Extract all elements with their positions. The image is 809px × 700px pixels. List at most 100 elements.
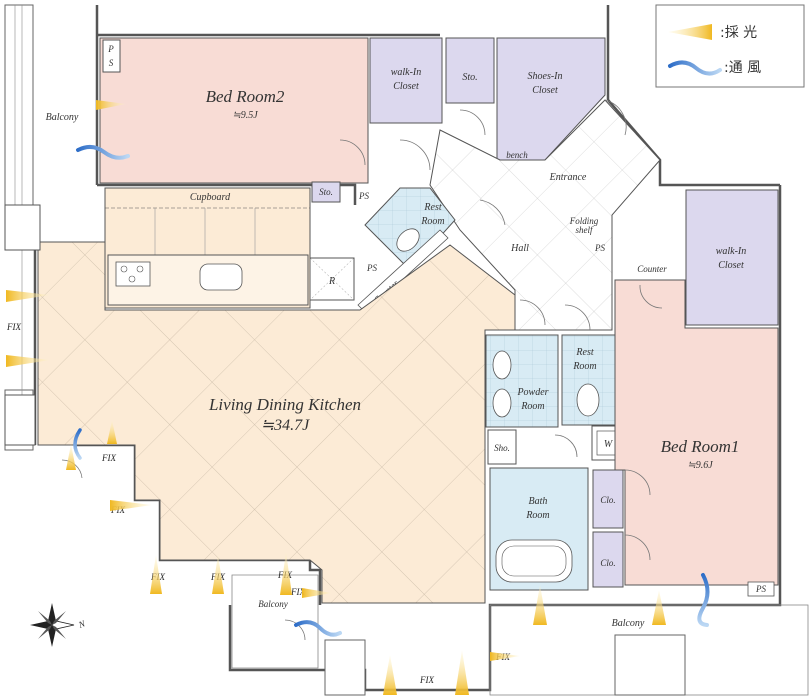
fix-label-7: FIX [290, 587, 305, 597]
walk-in-closet-top-line2: Closet [393, 81, 419, 92]
light-arrow-icon [652, 590, 666, 625]
legend-wind-label: :通 風 [724, 60, 761, 76]
hall-label: Hall [510, 243, 529, 254]
restroom-upper-line2: Room [420, 216, 444, 227]
balcony-middle: Balcony [231, 574, 319, 669]
toilet-icon-lower [576, 383, 600, 417]
bedroom-2-size: ≒9.5J [232, 110, 258, 121]
light-arrow-icon [490, 652, 520, 661]
shoes-in-closet: Shoes-In Closet [496, 37, 606, 161]
pipe-space-vertical: P S [102, 39, 121, 73]
ps-upper: PS [358, 191, 369, 201]
ps-bedroom1: PS [755, 584, 766, 594]
light-arrow-icon [110, 500, 152, 511]
light-arrow-icon [455, 650, 469, 695]
closet-1-label: Clo. [600, 495, 615, 505]
bedroom-1: Bed Room1 ≒9.6J Counter PS [614, 264, 779, 597]
light-arrow-icon [107, 420, 117, 444]
sink-icon [199, 263, 243, 291]
walk-in-closet-right-line1: walk-In [716, 246, 747, 257]
ldk-size: ≒34.7J [261, 417, 310, 434]
bedroom-1-closets: Clo. Clo. [592, 469, 624, 588]
door-swings [61, 99, 663, 641]
balcony-right-label: Balcony [612, 618, 645, 629]
folding-shelf-line1: Folding [569, 216, 599, 226]
walk-in-closet-right: walk-In Closet [685, 189, 779, 326]
balcony-middle-label: Balcony [258, 599, 288, 609]
wind-arrow-icon [73, 428, 82, 460]
restroom-upper: Rest Room [364, 187, 456, 271]
ps-letter-p: P [107, 44, 114, 54]
wind-arrow-icon [294, 620, 342, 637]
restroom-lower-line2: Room [572, 361, 596, 372]
cupboard-label: Cupboard [190, 192, 231, 203]
entrance-hall: Entrance Hall bench Folding shelf PS [429, 99, 661, 331]
light-arrow-icon [96, 100, 126, 110]
walk-in-closet-right-line2: Closet [718, 260, 744, 271]
storage-small-label: Sto. [319, 187, 333, 197]
powder-room-line1: Powder [516, 387, 548, 398]
legend-wind-icon [668, 60, 722, 76]
wind-arrows [73, 145, 710, 637]
ldk-name: Living Dining Kitchen [208, 395, 361, 414]
left-pillars [4, 204, 41, 446]
shoes-closet-line2: Closet [532, 85, 558, 96]
powder-room: Powder Room Sho. [485, 334, 559, 465]
light-arrow-icon [66, 444, 76, 470]
light-arrow-icon [6, 290, 50, 302]
fix-label-1: FIX [6, 322, 21, 332]
light-arrow-icon [533, 585, 547, 625]
bedroom-2-name: Bed Room2 [206, 87, 285, 106]
light-arrow-icon [302, 588, 332, 598]
bathtub-icon [495, 539, 573, 583]
light-arrow-icon [6, 355, 50, 367]
light-arrow-icon [280, 552, 292, 595]
ps-hall: PS [594, 243, 605, 253]
bench-label: bench [506, 150, 528, 160]
fix-label-2: FIX [101, 453, 116, 463]
light-arrow-icon [150, 555, 162, 594]
wind-arrow-icon [76, 145, 130, 160]
entrance-label: Entrance [549, 172, 587, 183]
light-arrow-icon [383, 655, 397, 695]
bedroom-2: Bed Room2 ≒9.5J [99, 37, 369, 184]
folding-shelf-line2: shelf [576, 225, 594, 235]
basin-icon-1 [492, 350, 512, 380]
legend-light-icon [668, 24, 712, 40]
compass-north-label: N [76, 618, 87, 630]
basin-icon-2 [492, 388, 512, 418]
restroom-lower: Rest Room [561, 334, 625, 426]
balcony-left-label: Balcony [46, 112, 79, 123]
closet-2-label: Clo. [600, 558, 615, 568]
counter-right-label: Counter [637, 264, 667, 274]
washer-label: W [604, 439, 614, 450]
living-dining-kitchen: Living Dining Kitchen ≒34.7J [37, 241, 516, 604]
wind-arrow-icon [697, 573, 710, 627]
bath-room: Bath Room [489, 467, 589, 591]
compass-icon: N [30, 603, 87, 647]
ps-letter-s: S [109, 58, 114, 68]
fix-label-3: FIX [110, 505, 125, 515]
light-arrows [6, 100, 666, 695]
shoe-storage-label: Sho. [494, 443, 510, 453]
legend-light-label: :採 光 [720, 25, 757, 41]
bedroom-1-name: Bed Room1 [661, 437, 740, 456]
light-arrow-icon [212, 555, 224, 594]
bath-room-line2: Room [525, 510, 549, 521]
fix-label-8: FIX [419, 675, 434, 685]
bedroom-1-size: ≒9.6J [687, 460, 713, 471]
storage-top: Sto. [445, 37, 495, 104]
walk-in-closet-top: walk-In Closet [369, 37, 443, 124]
shoes-closet-line1: Shoes-In [528, 71, 563, 82]
refrigerator: R PS [309, 257, 377, 301]
storage-top-label: Sto. [462, 72, 477, 83]
refrigerator-label: R [328, 276, 335, 287]
legend: :採 光 :通 風 [655, 4, 805, 88]
storage-small: Sto. PS [311, 181, 369, 203]
powder-room-line2: Room [520, 401, 544, 412]
toilet-icon-upper [396, 228, 420, 252]
bath-room-line1: Bath [529, 496, 548, 507]
stove-icon [115, 261, 151, 287]
